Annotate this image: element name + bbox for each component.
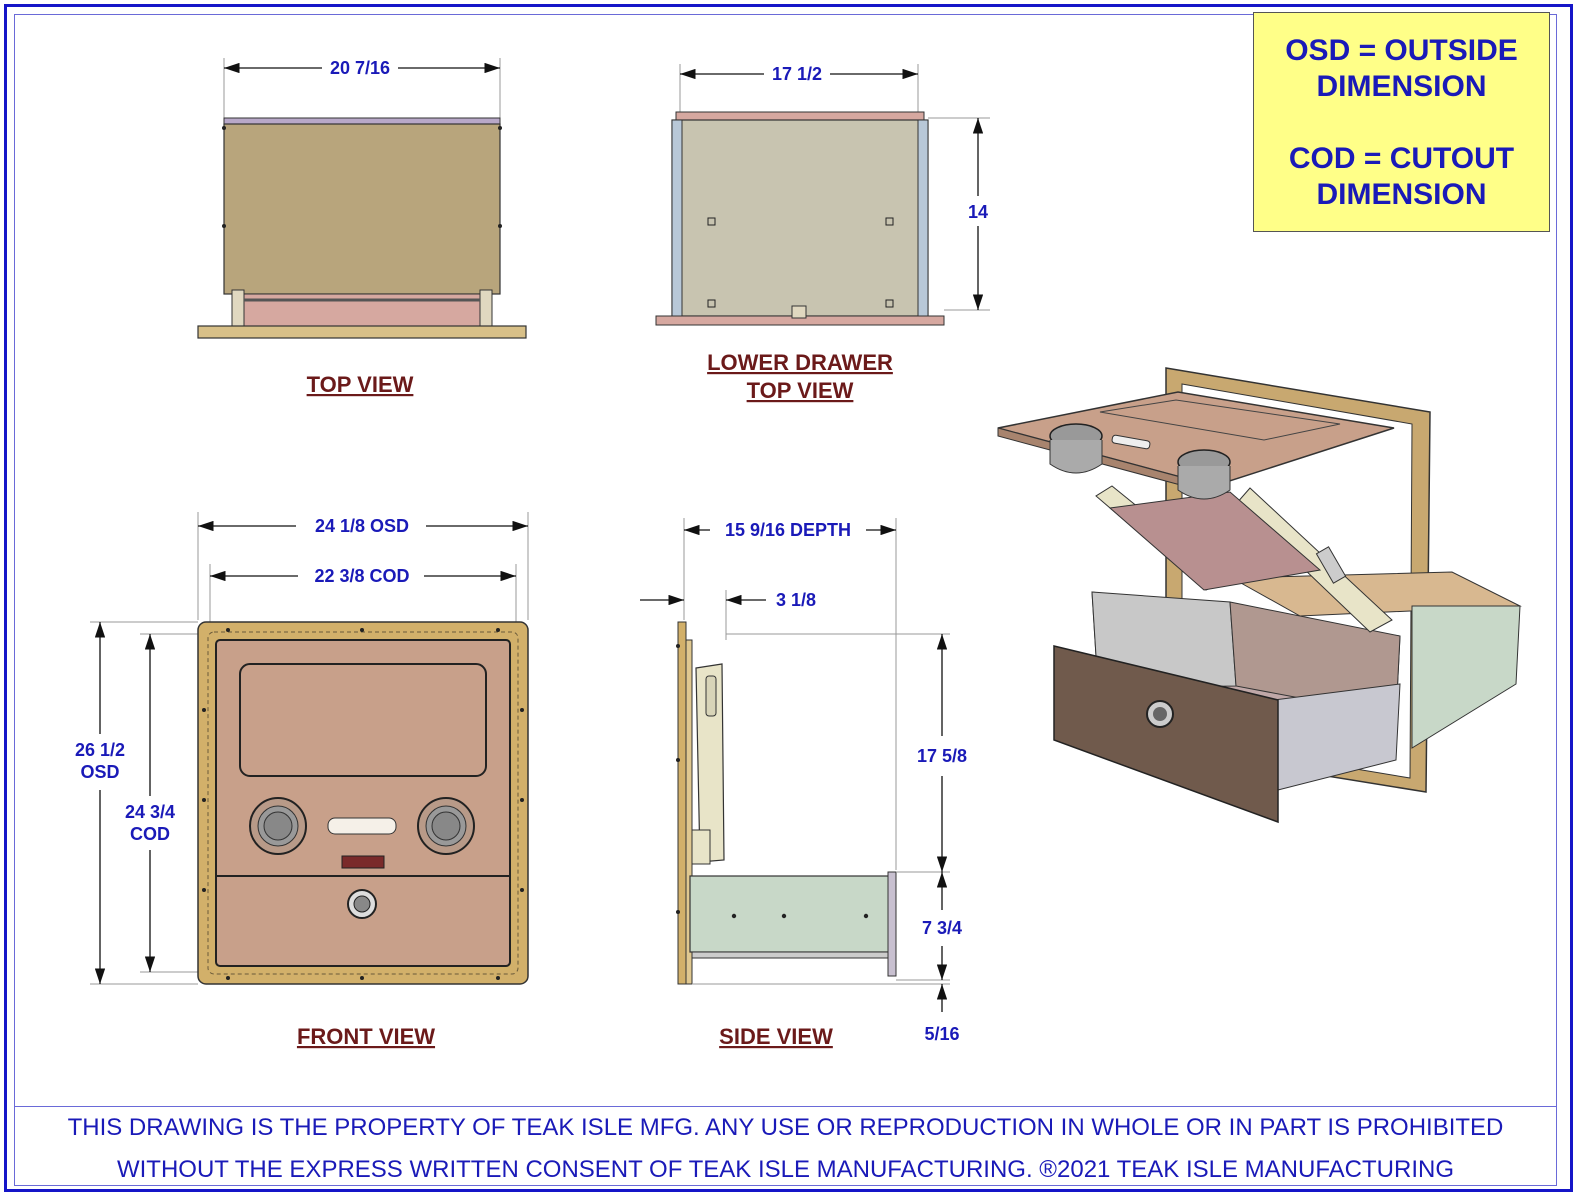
top-view-title: TOP VIEW (307, 372, 414, 397)
footer-line2: WITHOUT THE EXPRESS WRITTEN CONSENT OF T… (116, 1156, 1454, 1183)
top-view-width-dimension: 20 7/16 (330, 58, 390, 78)
side-offset-dimension: 3 1/8 (776, 590, 816, 610)
lower-drawer-title-line2: TOP VIEW (747, 378, 854, 403)
front-cod-width-dimension: 22 3/8 COD (314, 566, 409, 586)
footer-line1: THIS DRAWING IS THE PROPERTY OF TEAK ISL… (67, 1114, 1504, 1141)
legend-osd-line1: OSD = OUTSIDE (1285, 34, 1518, 67)
side-upper-height-dimension: 17 5/8 (917, 746, 967, 766)
side-bottom-gap-dimension: 5/16 (924, 1024, 959, 1044)
legend-cod-line1: COD = CUTOUT (1288, 142, 1515, 175)
front-view-title: FRONT VIEW (297, 1024, 435, 1049)
outer-border (4, 4, 1573, 1192)
front-osd-width-dimension: 24 1/8 OSD (315, 516, 409, 536)
drawer-width-dimension: 17 1/2 (772, 64, 822, 84)
side-view: 15 9/16 DEPTH 3 1/8 17 5/8 7 3/4 5/16 SI… (640, 518, 967, 1049)
lower-drawer-title-line1: LOWER DRAWER (707, 350, 893, 375)
top-view: 20 7/16 TOP VIEW (197, 58, 527, 397)
isometric-view (997, 367, 1522, 824)
legend-cod-line2: DIMENSION (1316, 178, 1487, 211)
front-osd-height-value: 26 1/2 (75, 740, 125, 760)
copyright-footer: THIS DRAWING IS THE PROPERTY OF TEAK ISL… (14, 1106, 1557, 1187)
abbreviation-legend: OSD = OUTSIDE DIMENSION COD = CUTOUT DIM… (1253, 12, 1550, 232)
front-cod-height-label: COD (130, 824, 170, 844)
side-drawer-height-dimension: 7 3/4 (922, 918, 962, 938)
front-cod-height-value: 24 3/4 (125, 802, 175, 822)
legend-osd-line2: DIMENSION (1316, 70, 1487, 103)
drawer-depth-dimension: 14 (968, 202, 988, 222)
front-view: 24 1/8 OSD 22 3/8 COD 26 1/2 OSD 24 3/4 … (75, 512, 529, 1049)
lower-drawer-top-view: 17 1/2 14 LOWER DRAWER TOP VIEW (655, 64, 990, 403)
inner-border (14, 14, 1557, 1186)
side-view-title: SIDE VIEW (719, 1024, 833, 1049)
side-depth-dimension: 15 9/16 DEPTH (725, 520, 851, 540)
front-osd-height-label: OSD (80, 762, 119, 782)
